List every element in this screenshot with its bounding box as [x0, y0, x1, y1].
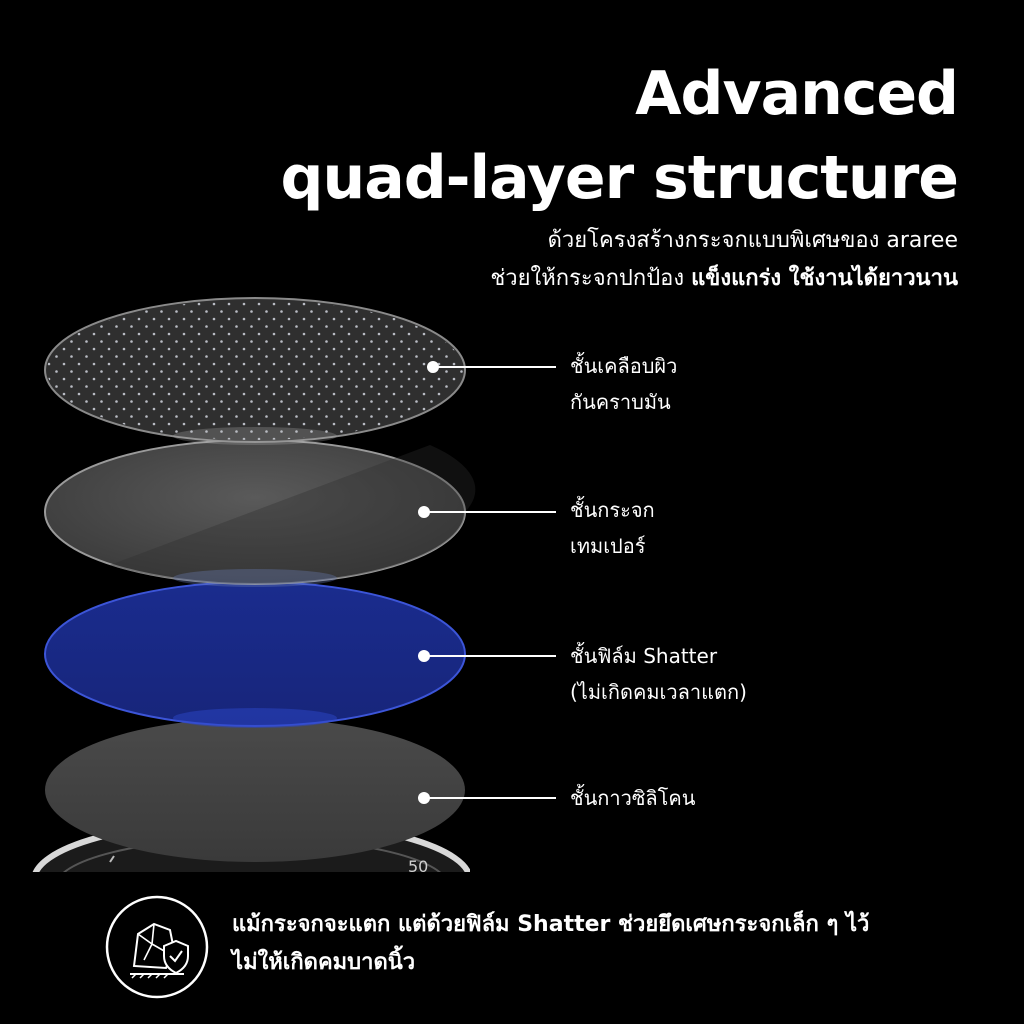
footer-line-1: แม้กระจกจะแตก แต่ด้วยฟิล์ม Shatter ช่วยย…	[232, 912, 870, 937]
subtitle: ด้วยโครงสร้างกระจกแบบพิเศษของ araree ช่ว…	[490, 222, 958, 298]
layer-stack-illustration: 40 50	[32, 297, 556, 876]
label-line-2: เทมเปอร์	[570, 534, 646, 558]
label-shatter-film-layer: ชั้นฟิล์ม Shatter (ไม่เกิดคมเวลาแตก)	[570, 638, 747, 710]
title-line-1: Advanced	[635, 59, 959, 129]
label-line-1: ชั้นเคลือบผิว	[570, 354, 678, 378]
callout-shatter-film	[418, 650, 556, 662]
bezel-number-50: 50	[408, 857, 428, 876]
callout-oleophobic	[427, 361, 556, 373]
label-line-1: ชั้นกระจก	[570, 498, 655, 522]
callout-tempered-glass	[418, 506, 556, 518]
label-tempered-glass-layer: ชั้นกระจก เทมเปอร์	[570, 492, 655, 564]
label-oleophobic-layer: ชั้นเคลือบผิว กันคราบมัน	[570, 348, 677, 420]
silicone-adhesive-layer	[45, 718, 465, 862]
label-line-2: กันคราบมัน	[570, 390, 671, 414]
subtitle-line-2-regular: ช่วยให้กระจกปกป้อง	[490, 266, 692, 291]
page-title: Advanced quad-layer structure	[280, 52, 959, 220]
shatter-film-layer	[44, 581, 466, 728]
oleophobic-coating-layer	[44, 297, 466, 445]
subtitle-line-1: ด้วยโครงสร้างกระจกแบบพิเศษของ araree	[547, 228, 958, 253]
label-line-2: (ไม่เกิดคมเวลาแตก)	[570, 680, 747, 704]
footer-line-2: ไม่ให้เกิดคมบาดนิ้ว	[232, 950, 416, 975]
tempered-glass-layer	[44, 439, 476, 587]
title-line-2: quad-layer structure	[280, 143, 959, 213]
callout-silicone	[418, 792, 556, 804]
label-line-1: ชั้นฟิล์ม Shatter	[570, 644, 718, 668]
label-silicone-layer: ชั้นกาวซิลิโคน	[570, 780, 695, 816]
subtitle-line-2: ช่วยให้กระจกปกป้อง แข็งแกร่ง ใช้งานได้ยา…	[490, 260, 958, 298]
label-line-1: ชั้นกาวซิลิโคน	[570, 786, 696, 810]
subtitle-line-2-bold: แข็งแกร่ง ใช้งานได้ยาวนาน	[691, 266, 958, 291]
shield-cracked-glass-icon	[105, 895, 209, 999]
footer-note: แม้กระจกจะแตก แต่ด้วยฟิล์ม Shatter ช่วยย…	[232, 906, 869, 982]
